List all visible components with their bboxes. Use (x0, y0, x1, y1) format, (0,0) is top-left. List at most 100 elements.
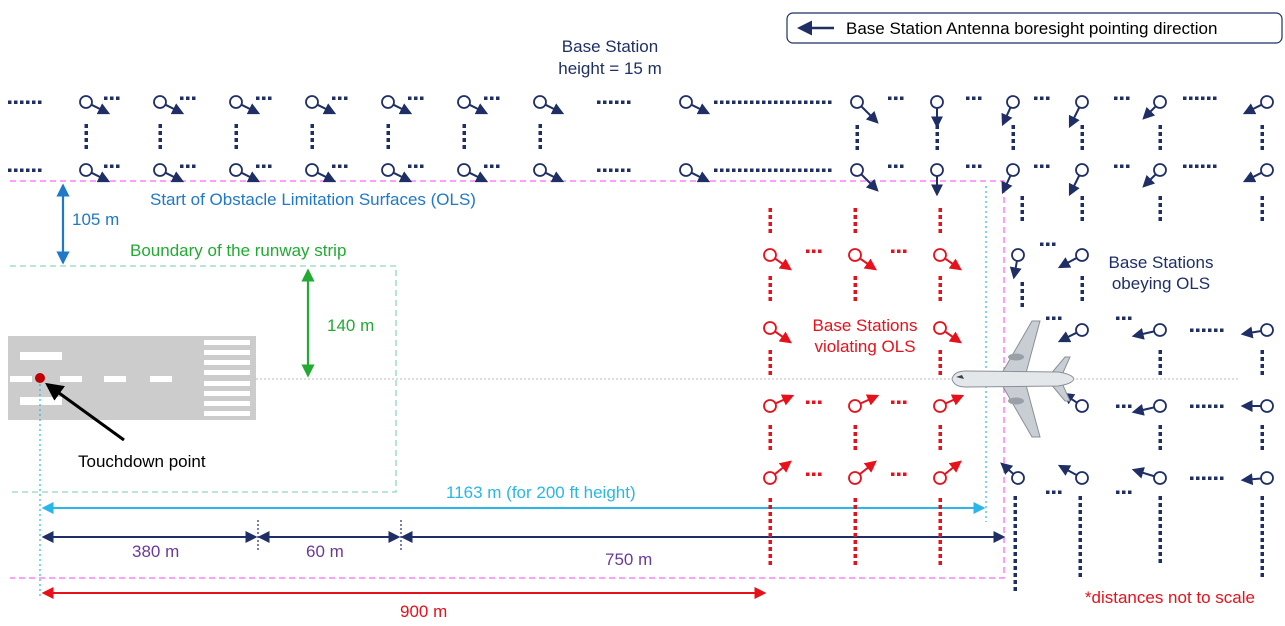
ellipsis-dot (84, 124, 88, 128)
ellipsis-dot (828, 100, 832, 104)
obeying-label-line2: obeying OLS (1112, 274, 1210, 293)
ellipsis-dot (853, 208, 857, 212)
ellipsis-dot (822, 100, 826, 104)
ellipsis-dot (744, 168, 748, 172)
ellipsis-dot (786, 168, 790, 172)
base-station-icon (1001, 95, 1020, 127)
ellipsis-dot (1202, 328, 1206, 332)
ellipsis-dot (768, 364, 772, 368)
ellipsis-dot (1158, 496, 1162, 500)
ellipsis-dot (1260, 566, 1264, 570)
ellipsis-dot (332, 164, 336, 168)
base-station-icon (153, 95, 185, 115)
ellipsis-dot (938, 425, 942, 429)
ellipsis-dot (1208, 404, 1212, 408)
ellipsis-dot (20, 100, 24, 104)
ellipsis-dot (1122, 404, 1126, 408)
ellipsis-dot (1040, 242, 1044, 246)
ellipsis-dot (750, 168, 754, 172)
base-station-icon (457, 95, 489, 115)
ellipsis-dot (414, 96, 418, 100)
base-station-icon (153, 163, 185, 183)
ellipsis-dot (1046, 164, 1050, 168)
ellipsis-dot (310, 138, 314, 142)
ellipsis-dot (1013, 552, 1017, 556)
base-station-icon (679, 163, 711, 183)
ellipsis-dot (1201, 96, 1205, 100)
ellipsis-dot (104, 96, 108, 100)
dim-140-label: 140 m (327, 316, 374, 335)
ellipsis-dot (1078, 496, 1082, 500)
ellipsis-dot (1080, 210, 1084, 214)
ellipsis-dot (1158, 125, 1162, 129)
ellipsis-dot (1260, 132, 1264, 136)
aircraft-icon (951, 320, 1075, 438)
runway-surface (8, 336, 256, 420)
ellipsis-dot (888, 164, 892, 168)
ellipsis-dot (1114, 96, 1118, 100)
ellipsis-dot (1120, 164, 1124, 168)
base-stations-obeying (1000, 248, 1274, 486)
runway-marking (20, 397, 62, 405)
ellipsis-dot (938, 432, 942, 436)
ellipsis-dot (1260, 503, 1264, 507)
ellipsis-dot (462, 124, 466, 128)
ellipsis-dot (798, 168, 802, 172)
ellipsis-dot (110, 164, 114, 168)
ellipsis-dot (828, 168, 832, 172)
base-station-icon (930, 95, 944, 129)
base-station-icon (679, 95, 711, 115)
ellipsis-dot (853, 425, 857, 429)
ellipsis-dot (38, 100, 42, 104)
ellipsis-dot (768, 297, 772, 301)
ellipsis-dot (1158, 524, 1162, 528)
ellipsis-dot (1080, 297, 1084, 301)
ellipsis-dot (774, 168, 778, 172)
ellipsis-dot (1078, 510, 1082, 514)
base-station-icon (1142, 95, 1167, 120)
ellipsis-dot (1207, 164, 1211, 168)
ellipsis-dot (768, 215, 772, 219)
base-station-icon (229, 95, 261, 115)
ellipsis-dot (1214, 328, 1218, 332)
ellipsis-dot (853, 222, 857, 226)
base-station-icon (1240, 399, 1274, 413)
dim-380-label: 380 m (132, 542, 179, 561)
ellipsis-dot (894, 164, 898, 168)
dim-900-label: 900 m (400, 602, 447, 621)
ellipsis-dot (1158, 517, 1162, 521)
ellipsis-dot (768, 168, 772, 172)
ellipsis-dot (855, 146, 859, 150)
ellipsis-dot (738, 100, 742, 104)
ellipsis-dot (1078, 531, 1082, 535)
ellipsis-dot (853, 498, 857, 502)
ellipsis-dot (938, 512, 942, 516)
ellipsis-dot (1260, 146, 1264, 150)
ellipsis-dot (1013, 517, 1017, 521)
base-station-icon (848, 394, 880, 413)
ellipsis-dot (158, 138, 162, 142)
ellipsis-dot (1190, 328, 1194, 332)
violating-label-line2: violating OLS (814, 337, 915, 356)
base-station-icon (933, 321, 962, 344)
ellipsis-dot (714, 168, 718, 172)
ellipsis-dot (8, 168, 12, 172)
ellipsis-dot (1195, 164, 1199, 168)
ellipsis-dot (338, 96, 342, 100)
base-station-icon (1131, 323, 1167, 340)
ellipsis-dot (1260, 531, 1264, 535)
ellipsis-dot (804, 100, 808, 104)
base-station-icon (1142, 163, 1167, 188)
ellipsis-dot (1190, 476, 1194, 480)
ellipsis-dot (1207, 96, 1211, 100)
ellipsis-dot (1046, 96, 1050, 100)
ellipsis-dot (768, 505, 772, 509)
ellipsis-dot (180, 96, 184, 100)
ellipsis-dot (1158, 531, 1162, 535)
ellipsis-dot (1158, 196, 1162, 200)
ellipsis-dot (903, 472, 907, 476)
ellipsis-dot (768, 276, 772, 280)
ellipsis-dot (1078, 503, 1082, 507)
base-stations-violating (763, 248, 965, 485)
ellipsis-dot (1260, 552, 1264, 556)
